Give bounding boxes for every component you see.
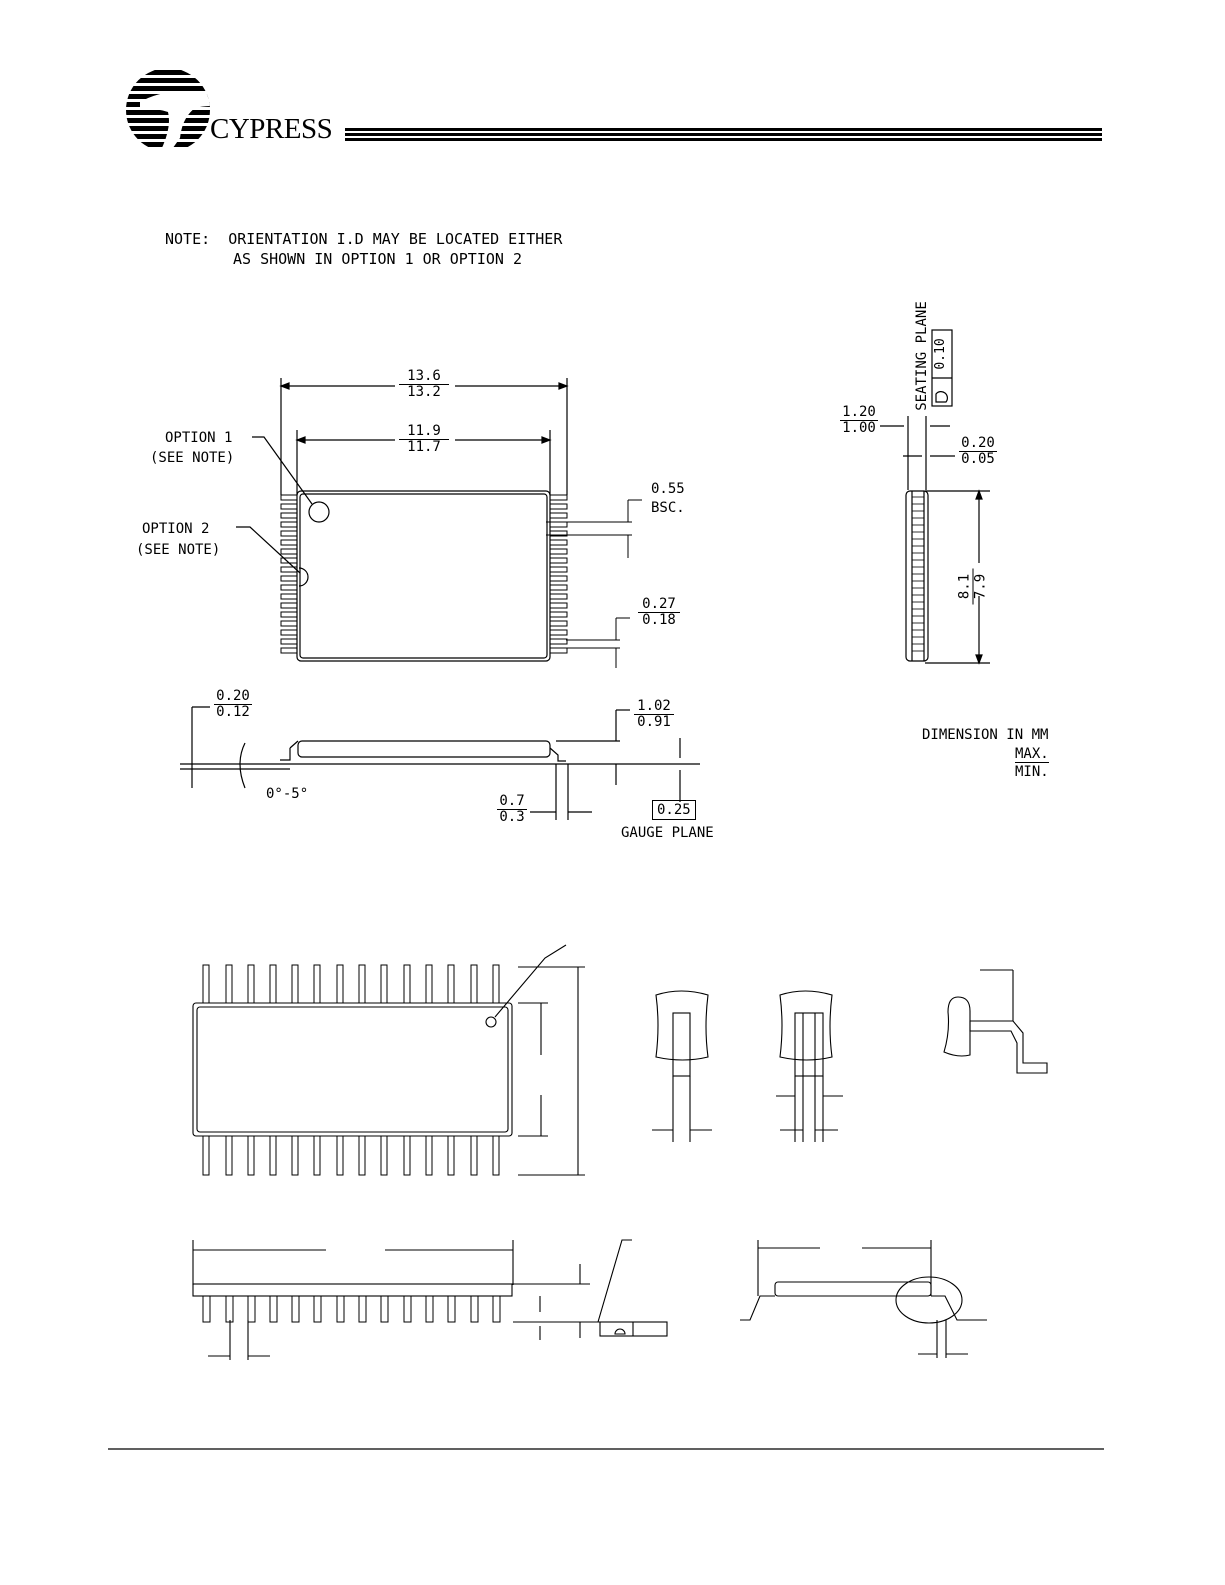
width-max: 8.1 <box>958 569 974 605</box>
overall-length-min: 13.2 <box>399 385 449 400</box>
dim-body-height: 1.02 0.91 <box>634 699 674 730</box>
dim-lead-thickness: 0.20 0.12 <box>214 689 252 720</box>
dim-overall-length: 13.6 13.2 <box>399 369 449 400</box>
left-pins <box>281 495 297 653</box>
seating-plane-label: SEATING PLANE <box>914 286 930 426</box>
standoff-max: 0.20 <box>959 436 997 452</box>
dim-body-length: 11.9 11.7 <box>399 424 449 455</box>
lead-thickness-min: 0.12 <box>214 705 252 720</box>
gauge-plane-label: GAUGE PLANE <box>621 825 714 841</box>
lead-width-min: 0.18 <box>638 613 680 628</box>
body-length-max: 11.9 <box>399 424 449 440</box>
overall-length-max: 13.6 <box>399 369 449 385</box>
dim-height: 1.20 1.00 <box>840 405 878 436</box>
height-min: 1.00 <box>840 421 878 436</box>
option-2-label: OPTION 2 <box>142 521 209 537</box>
legend-min: MIN. <box>1015 764 1049 780</box>
gauge-value: 0.25 <box>652 800 696 820</box>
lead-angle: 0°-5° <box>266 786 308 802</box>
dim-lead-width: 0.27 0.18 <box>638 597 680 628</box>
body-height-min: 0.91 <box>634 715 674 730</box>
right-pins <box>550 495 567 653</box>
dim-foot-length: 0.7 0.3 <box>497 794 527 825</box>
dim-width: 8.1 7.9 <box>958 569 989 605</box>
foot-length-min: 0.3 <box>497 810 527 825</box>
pitch-bsc: BSC. <box>651 500 685 516</box>
option-2-see-note: (SEE NOTE) <box>136 542 220 558</box>
body-height-max: 1.02 <box>634 699 674 715</box>
width-min: 7.9 <box>974 569 989 605</box>
height-max: 1.20 <box>840 405 878 421</box>
lead-thickness-max: 0.20 <box>214 689 252 705</box>
coplanarity-value: 0.10 <box>933 334 949 374</box>
legend-dimension: DIMENSION IN MM <box>922 727 1048 743</box>
lead-width-max: 0.27 <box>638 597 680 613</box>
legend-max: MAX. <box>1015 746 1049 763</box>
foot-length-max: 0.7 <box>497 794 527 810</box>
standoff-min: 0.05 <box>959 452 997 467</box>
dim-standoff: 0.20 0.05 <box>959 436 997 467</box>
pitch-value: 0.55 <box>651 481 685 497</box>
option-1-label: OPTION 1 <box>165 430 232 446</box>
body-length-min: 11.7 <box>399 440 449 455</box>
option-1-see-note: (SEE NOTE) <box>150 450 234 466</box>
